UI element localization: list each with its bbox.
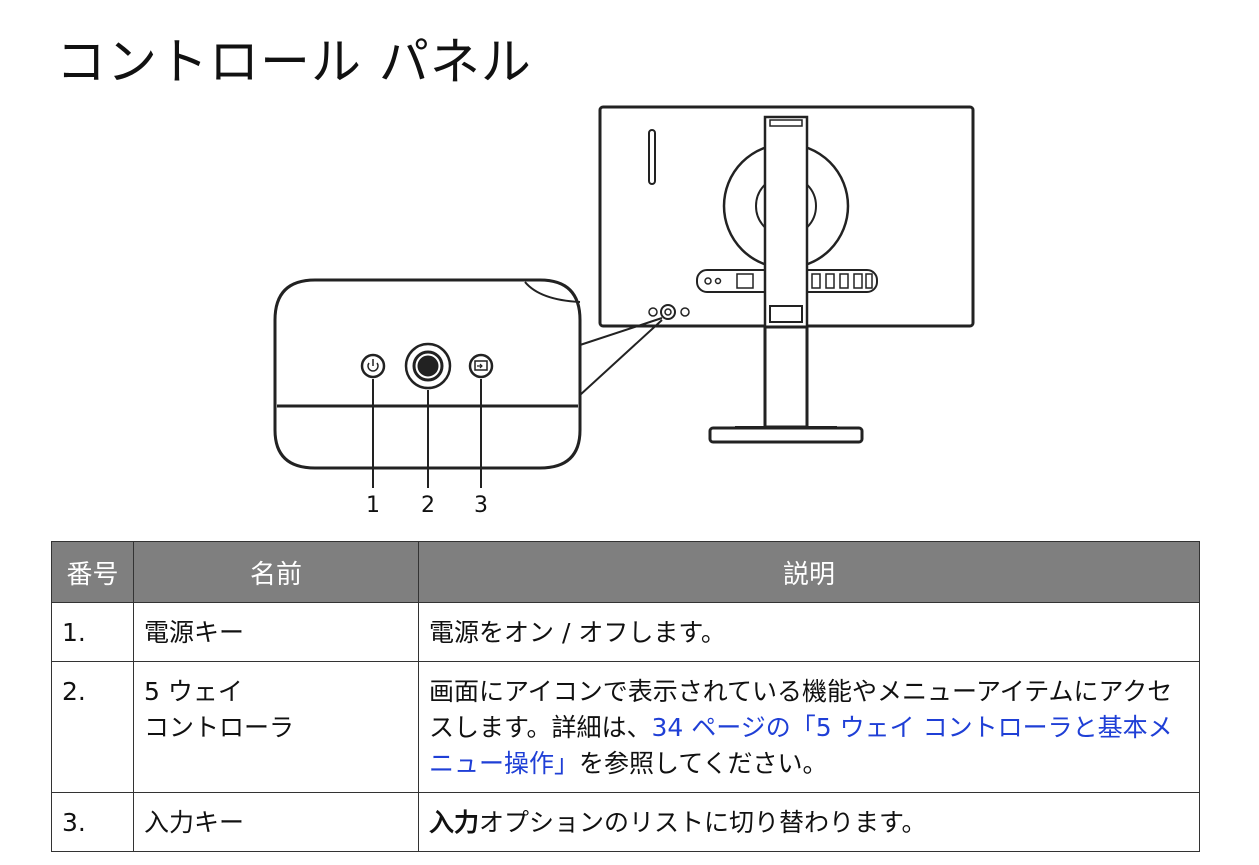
row-number: 2.: [51, 661, 134, 793]
row-number: 3.: [51, 792, 134, 852]
row-name-line2: コントローラ: [144, 713, 295, 742]
callout-3: 3: [474, 493, 488, 518]
monitor-control-panel-diagram: 1 2 3: [273, 105, 975, 518]
header-description: 説明: [418, 541, 1200, 603]
page-title: コントロール パネル: [56, 33, 532, 91]
callout-1: 1: [366, 493, 380, 518]
header-name: 名前: [133, 541, 419, 603]
table-row: 3. 入力キー 入力オプションのリストに切り替わります。: [51, 792, 1200, 852]
control-panel-closeup: [273, 278, 582, 488]
callout-2: 2: [421, 493, 435, 518]
desc-text: 画面にアイコンで表示されている機能やメニューアイテムにアクセスします。詳細は、: [429, 677, 1173, 742]
table-row: 1. 電源キー 電源をオン / オフします。: [51, 602, 1200, 662]
row-description: 入力オプションのリストに切り替わります。: [418, 792, 1200, 852]
row-description: 電源をオン / オフします。: [418, 602, 1200, 662]
table-header-row: 番号 名前 説明: [51, 541, 1200, 603]
row-name: 5 ウェイ コントローラ: [133, 661, 419, 793]
five-way-controller-illustration: [404, 342, 452, 390]
row-number: 1.: [51, 602, 134, 662]
control-panel-table: 番号 名前 説明 1. 電源キー 電源をオン / オフします。 2. 5 ウェイ…: [51, 541, 1200, 852]
monitor-rear-illustration: [598, 105, 975, 444]
desc-text: オプションのリストに切り替わります。: [479, 808, 927, 837]
row-name: 入力キー: [133, 792, 419, 852]
desc-text-end: を参照してください。: [579, 749, 828, 778]
zoom-connector: [579, 317, 663, 396]
power-button-illustration: [360, 353, 386, 379]
header-number: 番号: [51, 541, 134, 603]
row-description: 画面にアイコンで表示されている機能やメニューアイテムにアクセスします。詳細は、3…: [418, 661, 1200, 793]
desc-bold-term: 入力: [429, 808, 480, 837]
page-reference-link[interactable]: 34 ページの「5 ウェイ コントローラと基本メニュー操作」: [429, 713, 1173, 778]
table-row: 2. 5 ウェイ コントローラ 画面にアイコンで表示されている機能やメニューアイ…: [51, 661, 1200, 793]
input-button-illustration: [468, 353, 494, 379]
row-name: 電源キー: [133, 602, 419, 662]
row-name-line1: 5 ウェイ: [144, 677, 243, 706]
